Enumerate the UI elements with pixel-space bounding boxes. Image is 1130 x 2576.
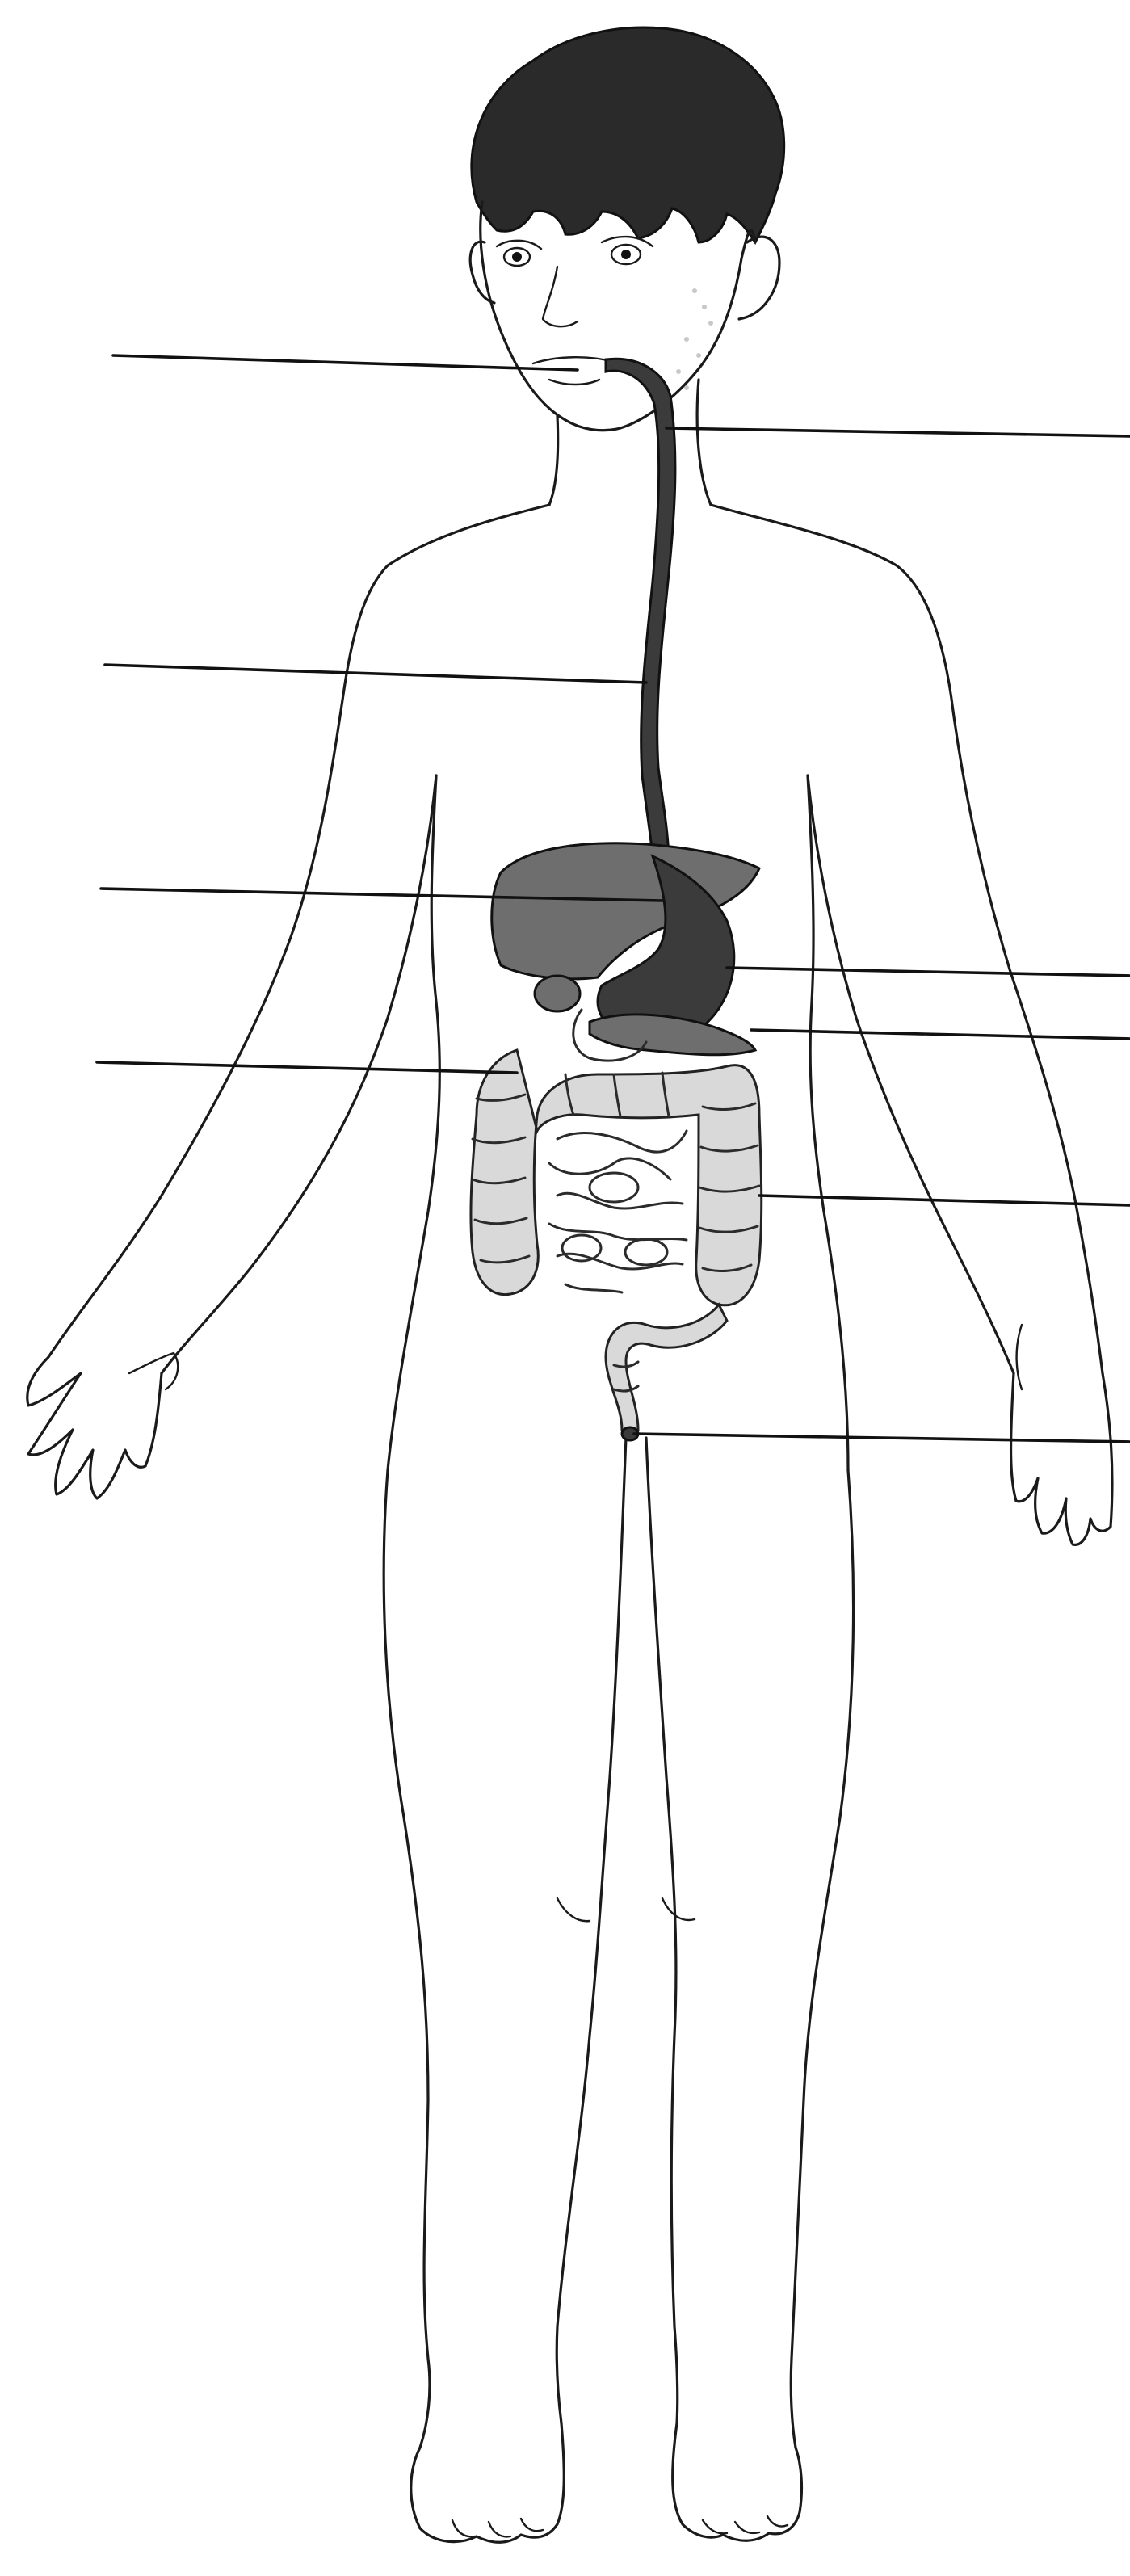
esophagus <box>606 359 675 856</box>
hair <box>472 27 784 242</box>
leader-lines <box>97 355 1130 1442</box>
mouth <box>533 357 614 363</box>
leader-line-mouth <box>113 355 578 370</box>
leader-line-esophagus <box>105 665 646 683</box>
pancreas <box>590 1015 755 1055</box>
body-outline <box>27 380 1112 2542</box>
gallbladder <box>535 976 580 1011</box>
ear-right <box>739 237 779 319</box>
small-intestine <box>549 1131 687 1292</box>
left-hand <box>27 1357 162 1498</box>
eyes <box>497 237 653 266</box>
leader-line-stomach <box>727 968 1130 976</box>
leader-line-esophagus-upper <box>666 428 1130 436</box>
leader-line-large-intestine <box>97 1062 517 1073</box>
right-leg <box>791 1470 853 2448</box>
nose <box>543 267 578 326</box>
right-hand <box>1011 1373 1112 1544</box>
left-leg <box>384 1470 430 2448</box>
leader-line-anus <box>634 1434 1130 1442</box>
right-foot <box>673 2423 802 2540</box>
leader-line-pancreas <box>751 1030 1130 1039</box>
left-foot <box>411 2423 565 2542</box>
